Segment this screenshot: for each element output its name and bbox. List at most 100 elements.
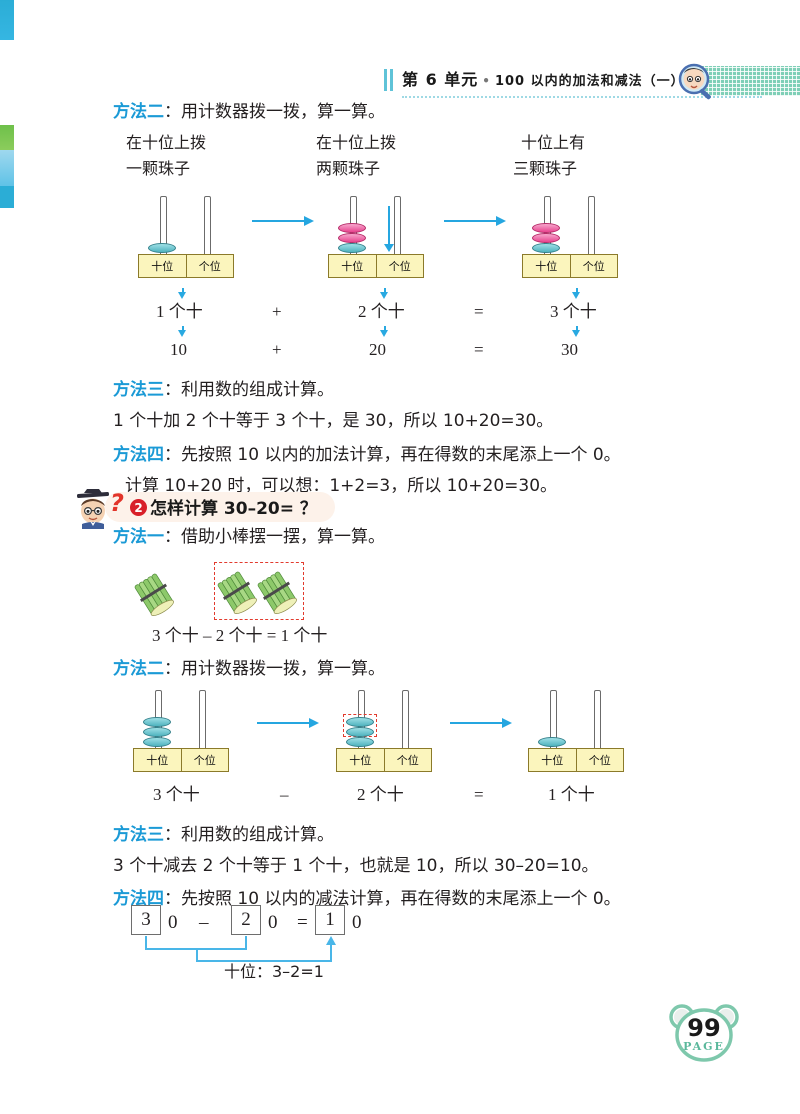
s1-caption-1-line1: 在十位上拨 [126, 133, 207, 152]
s2-method3-colon: ： [164, 825, 181, 845]
calc-box-tens-subtrahend: 2 [231, 905, 261, 935]
abacus-s2-1: 十位 个位 [133, 690, 229, 772]
page-header: 第 6 单元•100 以内的加法和减法（一） [0, 60, 800, 106]
bead-teal [538, 737, 566, 747]
s2-method3-label: 方法三 [113, 825, 164, 845]
abacus-label-ones: 个位 [582, 260, 605, 273]
caret-down-icon [380, 326, 389, 337]
question-mark-icon: ? [110, 489, 124, 517]
stick-bundle-1 [134, 573, 174, 616]
bead-teal [338, 243, 366, 253]
s1-method3-text: 利用数的组成计算。 [181, 380, 334, 400]
header-unit: 第 6 单元 [402, 70, 479, 89]
bead-pink [532, 223, 560, 233]
s1-method4-text: 先按照 10 以内的加法计算，再在得数的末尾添上一个 0。 [181, 445, 621, 465]
bead-teal [532, 243, 560, 253]
calc-ones-subtrahend: 0 [268, 912, 278, 933]
abacus-rod-ones [204, 196, 211, 258]
abacus-label-ones: 个位 [193, 754, 216, 767]
arrow-s1-1 [252, 216, 314, 226]
s1-eq2-term1: 10 [170, 340, 187, 359]
connector-line [196, 948, 198, 962]
magnifier-face-icon [678, 63, 711, 100]
s1-eq1-term1: 1 个十 [156, 302, 203, 321]
s1-caption-2-line1: 在十位上拨 [316, 133, 397, 152]
bead-pink [532, 233, 560, 243]
s1-method3-label: 方法三 [113, 380, 164, 400]
edge-band-green [0, 125, 14, 153]
bead-teal [346, 737, 374, 747]
abacus-base: 十位 个位 [528, 748, 624, 772]
s1-method2-text: 用计数器拨一拨，算一算。 [181, 102, 385, 122]
calc-ones-result: 0 [352, 912, 362, 933]
calc-box-tens-result: 1 [315, 905, 345, 935]
header-topic: 100 以内的加法和减法（一） [494, 74, 685, 89]
header-mesh-pattern [700, 66, 800, 96]
s1-method2-colon: ： [164, 102, 181, 122]
s2-method1-label: 方法一 [113, 527, 164, 547]
s1-method3-body: 1 个十加 2 个十等于 3 个十，是 30，所以 10+20=30。 [113, 411, 554, 431]
s2-method2-label: 方法二 [113, 659, 164, 679]
stick-bundle-2 [217, 571, 257, 614]
caret-down-icon [572, 326, 581, 337]
header-dotted-rule [402, 96, 762, 98]
s2-method3-line: 方法三：利用数的组成计算。 [113, 826, 334, 844]
abacus-label-ones: 个位 [198, 260, 221, 273]
question-text: 怎样计算 30–20= ？ [150, 499, 317, 519]
question-number-badge: 2 [130, 499, 147, 516]
header-separator: • [482, 74, 491, 88]
abacus-base: 十位 个位 [328, 254, 424, 278]
connector-arrowhead-icon [326, 936, 336, 945]
abacus-rod-ones [199, 690, 206, 752]
connector-line [196, 960, 332, 962]
abacus-s2-2: 十位 个位 [336, 690, 432, 772]
caret-down-icon [178, 326, 187, 337]
caret-down-icon [572, 288, 581, 299]
bead-teal [346, 717, 374, 727]
abacus-s2-3: 十位 个位 [528, 690, 624, 772]
s2-eq-op2: = [474, 785, 484, 804]
abacus-rod-ones [588, 196, 595, 258]
s2-eq-term3: 1 个十 [548, 785, 595, 804]
page-number-badge: 99 PAGE [668, 1002, 740, 1066]
s2-method4-text: 先按照 10 以内的减法计算，再在得数的末尾添上一个 0。 [181, 889, 621, 909]
arrow-down-s1 [384, 206, 394, 252]
s1-method4-label: 方法四 [113, 445, 164, 465]
abacus-s1-1: 十位 个位 [138, 196, 234, 278]
page-number: 99 [687, 1014, 721, 1042]
s1-method4-body: 计算 10+20 时，可以想：1+2=3，所以 10+20=30。 [125, 476, 558, 496]
s2-eq-term2: 2 个十 [357, 785, 404, 804]
abacus-label-ones: 个位 [396, 754, 419, 767]
calc-ones-minuend: 0 [168, 912, 178, 933]
professor-face-icon [77, 489, 109, 529]
abacus-base: 十位 个位 [133, 748, 229, 772]
abacus-label-tens: 十位 [523, 255, 571, 277]
calc-minus-sign: – [199, 912, 209, 933]
s2-method3-text: 利用数的组成计算。 [181, 825, 334, 845]
s1-caption-3-line2: 三颗珠子 [513, 159, 578, 178]
abacus-label-tens: 十位 [139, 255, 187, 277]
s1-eq2-op1: + [272, 340, 282, 359]
sticks-equation: 3 个十 – 2 个十 = 1 个十 [152, 626, 328, 645]
bead-pink [338, 223, 366, 233]
s2-method2-text: 用计数器拨一拨，算一算。 [181, 659, 385, 679]
abacus-rod-ones [594, 690, 601, 752]
s1-eq2-term3: 30 [561, 340, 578, 359]
abacus-label-tens: 十位 [337, 749, 385, 771]
abacus-s1-3: 十位 个位 [522, 196, 618, 278]
s2-eq-term1: 3 个十 [153, 785, 200, 804]
s1-eq1-op1: + [272, 302, 282, 321]
bead-teal [148, 243, 176, 253]
edge-band-blue-top [0, 0, 14, 40]
s2-method4-colon: ： [164, 889, 181, 909]
s1-caption-1-line2: 一颗珠子 [126, 159, 191, 178]
edge-band-white [0, 40, 14, 125]
caret-down-icon [178, 288, 187, 299]
sticks-dashed-highlight [214, 562, 304, 620]
s2-method4-line: 方法四：先按照 10 以内的减法计算，再在得数的末尾添上一个 0。 [113, 890, 621, 908]
caret-down-icon [380, 288, 389, 299]
abacus-rod-ones [394, 196, 401, 258]
s2-eq-op1: – [280, 785, 289, 804]
page-title: 第 6 单元•100 以内的加法和减法（一） [402, 66, 685, 94]
abacus-base: 十位 个位 [336, 748, 432, 772]
